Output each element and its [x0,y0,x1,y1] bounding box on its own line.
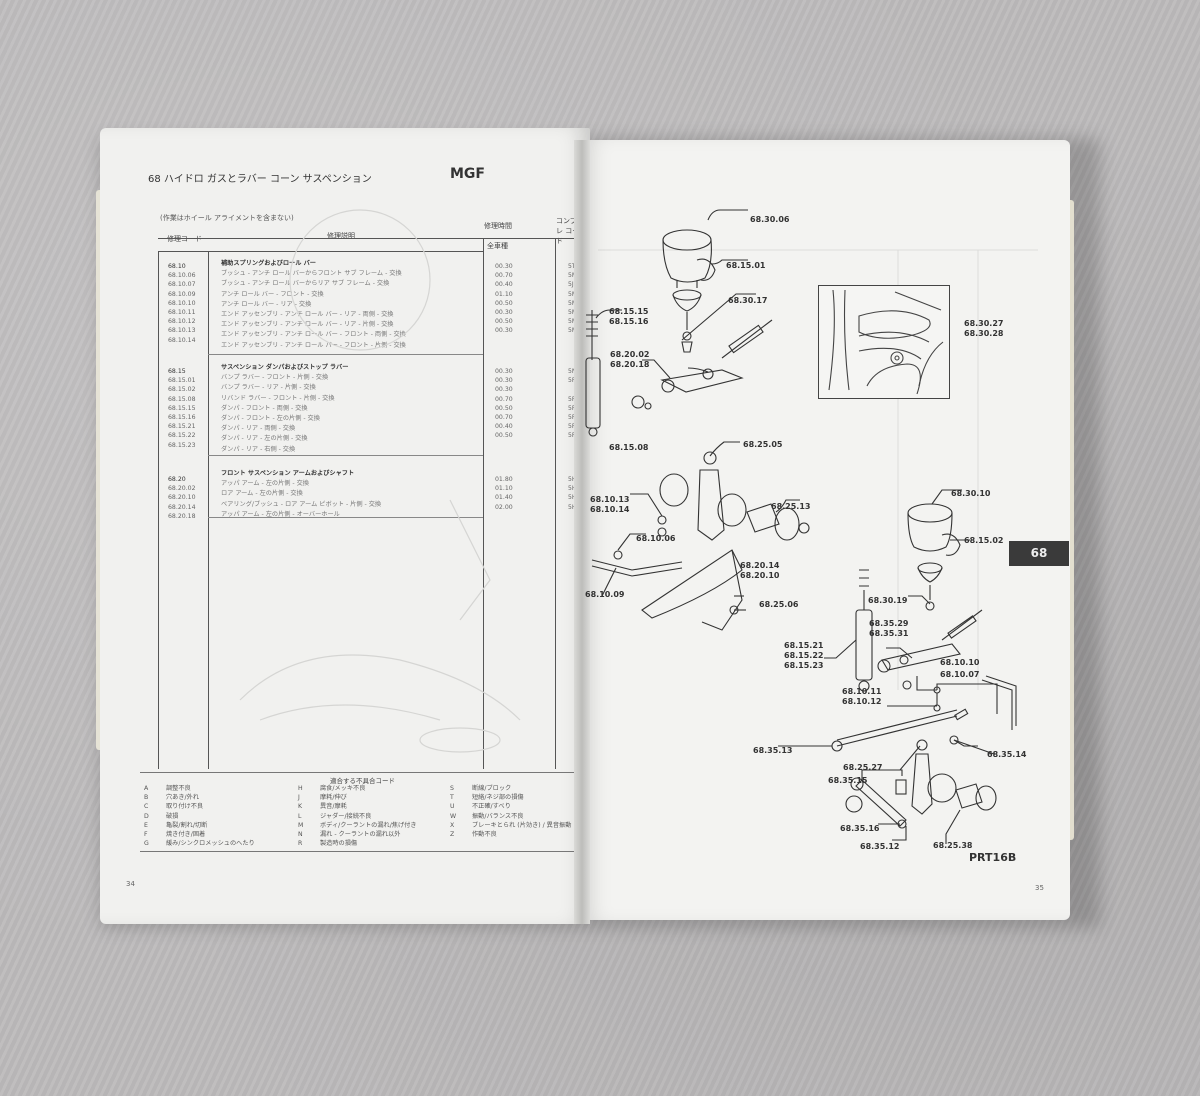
codes-group-1: 68.10 68.10.06 68.10.07 68.10.09 68.10.1… [168,263,196,344]
exploded-suspension-diagram [585,209,1017,844]
descs-group-1: 補助スプリングおよびロール バー ブッシュ - アンチ ロール バーからフロント… [221,260,406,349]
callout-68-35-12: 68.35.12 [860,842,900,851]
callout-68-10-11: 68.10.11 68.10.12 [842,687,882,706]
faint-car-illustration [239,209,521,753]
times-group-2: 00.30 00.30 00.30 00.70 00.50 00.70 00.4… [495,368,513,440]
col-head-time: 修理時間 [484,222,512,230]
callout-68-25-38: 68.25.38 [933,841,973,850]
col-head-code: 修理コード [167,235,202,243]
table-border-left [158,251,159,769]
callout-68-10-13: 68.10.13 68.10.14 [590,495,630,514]
callout-68-35-16: 68.35.16 [840,824,880,833]
callout-68-25-06: 68.25.06 [759,600,799,609]
callout-68-15-02: 68.15.02 [964,536,1004,545]
callout-68-35-14: 68.35.14 [987,750,1027,759]
legend-title: 適合する不具合コード [330,777,395,785]
codes-group-2: 68.15 68.15.01 68.15.02 68.15.08 68.15.1… [168,368,196,449]
right-page-edges [1066,200,1074,840]
left-page [100,128,590,924]
callout-68-10-07: 68.10.07 [940,670,980,679]
callout-68-30-19: 68.30.19 [868,596,908,605]
callout-68-30-27: 68.30.27 68.30.28 [964,319,1004,338]
table-note: (作業はホイール アライメントを含まない) [160,214,294,222]
descs-group-2: サスペンション ダンパおよびストップ ラバー バンプ ラバー - フロント - … [221,364,349,453]
figure-id: PRT16B [969,851,1017,864]
callout-68-30-17: 68.30.17 [728,296,768,305]
left-page-number: 34 [126,880,135,888]
inset-illustration [828,289,944,395]
times-group-3: 01.80 01.10 01.40 02.00 [495,476,513,511]
callout-68-15-01: 68.15.01 [726,261,766,270]
group-rule-2 [208,455,483,456]
group-rule-1 [208,354,483,355]
callout-68-30-10: 68.30.10 [951,489,991,498]
group-rule-3 [208,517,483,518]
times-group-1: 00.30 00.70 00.40 01.10 00.50 00.30 00.5… [495,263,513,335]
descs-group-3: フロント サスペンション アームおよびシャフト アッパ アーム - 左の片側 -… [221,470,382,518]
callout-68-15-15: 68.15.15 68.15.16 [609,307,649,326]
callout-68-30-06: 68.30.06 [750,215,790,224]
table-header-rule [158,251,483,252]
callout-68-20-14: 68.20.14 68.20.10 [740,561,780,580]
callout-68-25-05: 68.25.05 [743,440,783,449]
col-head-comp-code: コンプレ コード [556,217,580,245]
section-title: 68 ハイドロ ガスとラバー コーン サスペンション [148,174,372,185]
callout-68-15-08: 68.15.08 [609,443,649,452]
codes-group-3: 68.20 68.20.02 68.20.10 68.20.14 68.20.1… [168,476,196,520]
callout-68-35-15: 68.35.15 [828,776,868,785]
table-divider-code [208,251,209,769]
callout-68-25-27: 68.25.27 [843,763,883,772]
callout-68-35-29: 68.35.29 68.35.31 [869,619,909,638]
section-tab: 68 [1009,541,1069,566]
right-page [582,140,1070,920]
table-divider-time [555,239,556,769]
callout-68-10-09: 68.10.09 [585,590,625,599]
right-page-number: 35 [1035,884,1044,892]
callout-68-25-13: 68.25.13 [771,502,811,511]
callout-68-10-10: 68.10.10 [940,658,980,667]
col-head-time-sub: 全車種 [487,242,508,250]
col-head-description: 修理説明 [327,232,355,240]
model-label: MGF [450,166,485,182]
callout-68-35-13: 68.35.13 [753,746,793,755]
inset-detail-view [818,285,950,399]
callout-68-15-21: 68.15.21 68.15.22 68.15.23 [784,641,824,670]
callout-68-10-06: 68.10.06 [636,534,676,543]
callout-68-20-02: 68.20.02 68.20.18 [610,350,650,369]
table-divider-desc [483,239,484,769]
